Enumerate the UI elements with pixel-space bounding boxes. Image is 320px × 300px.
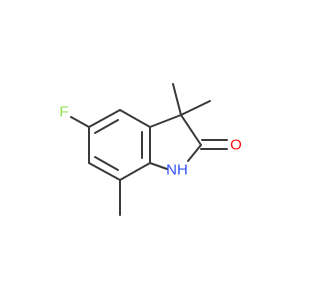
nitrogen-hydrogen-atom-label: NH [166, 162, 188, 179]
bond-c4-c5 [88, 109, 121, 128]
oxygen-atom-label: O [230, 137, 242, 154]
bond-c6-c7 [88, 162, 121, 181]
bond-c7-c7a [119, 162, 151, 181]
bond-n1-c7a [149, 162, 168, 170]
bond-c3-methyl-a [172, 83, 182, 116]
bond-c3a-c4 [119, 109, 151, 128]
bond-c3-c2 [180, 114, 202, 146]
bond-c4-c5-inner [94, 119, 119, 134]
benzene-ring [88, 109, 151, 181]
bond-c5-fluorine [70, 116, 90, 128]
bond-c3-methyl-b [180, 100, 211, 116]
carbonyl-bond [200, 139, 228, 150]
bond-c3a-c3 [149, 114, 182, 128]
lactam-ring [149, 114, 202, 170]
fluorine-atom-label: F [59, 104, 68, 121]
bond-c6-c7-inner [94, 156, 119, 171]
molecule-structure: F O NH [59, 83, 242, 216]
bond-c2-n1 [187, 144, 202, 162]
substituents [70, 83, 211, 216]
